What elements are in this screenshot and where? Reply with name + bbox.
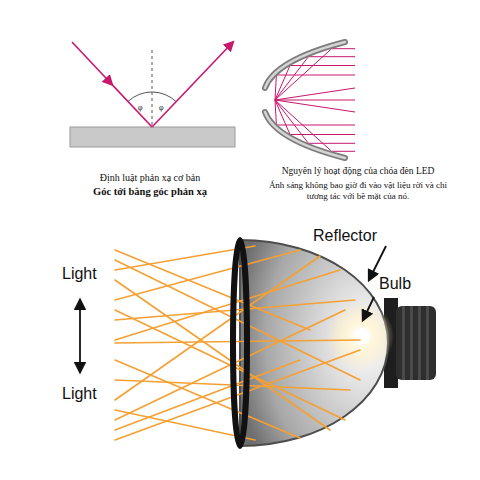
socket	[396, 306, 436, 380]
caption-bold: Góc tới bằng góc phản xạ	[50, 186, 250, 199]
light-label: Light	[62, 264, 97, 283]
reflector-shell	[265, 42, 345, 88]
incident-ray	[110, 82, 152, 127]
part-label: Reflector	[312, 226, 378, 245]
lamp-illustration	[80, 240, 436, 446]
bulb-glow	[326, 302, 394, 370]
angle-symbol: φ	[159, 103, 164, 113]
part-label: Bulb	[378, 274, 412, 293]
mirror-surface	[70, 127, 235, 147]
socket-threads	[402, 306, 429, 380]
reflected-ray	[152, 42, 233, 127]
angle-symbol: φ	[138, 103, 143, 113]
reflector-bowl	[240, 240, 388, 446]
note: Ánh sáng không bao giờ đi vào vật liệu r…	[258, 180, 458, 202]
normal-line	[152, 50, 153, 127]
light-label: Light	[62, 384, 97, 403]
double-arrow	[79, 300, 81, 372]
reflector-shell	[265, 112, 345, 158]
led-reflector	[265, 42, 355, 158]
angle-arc	[128, 92, 176, 102]
caption: Định luật phản xạ cơ bản	[60, 172, 240, 184]
incident-ray	[72, 42, 112, 85]
leader-line	[363, 297, 374, 320]
reflector-rim	[233, 240, 247, 446]
bulb	[354, 328, 370, 344]
reflection-law	[70, 42, 235, 147]
caption: Nguyên lý hoạt động của chóa đèn LED	[256, 166, 460, 177]
reflector-shell	[265, 42, 345, 88]
reflector-shell	[265, 112, 345, 158]
